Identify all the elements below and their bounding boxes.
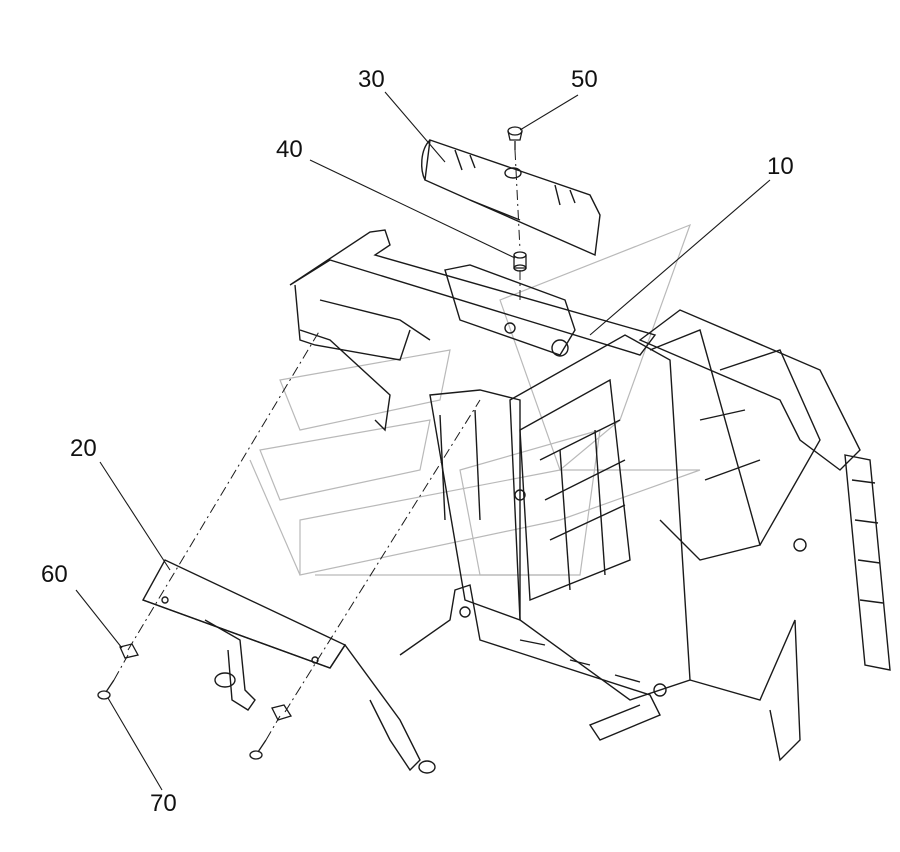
part-30-cover — [421, 139, 601, 257]
part-70-screw — [97, 679, 267, 760]
part-50-screw — [507, 126, 523, 150]
callout-30: 30 — [358, 66, 385, 93]
part-10-frame — [289, 229, 891, 762]
callout-60: 60 — [41, 561, 68, 588]
callout-50: 50 — [571, 66, 598, 93]
callout-10: 10 — [767, 153, 794, 180]
leader-lines — [75, 91, 771, 791]
callout-40: 40 — [276, 136, 303, 163]
part-40-spacer — [513, 251, 527, 272]
assembly-axes — [113, 149, 521, 741]
part-60-clip — [119, 643, 293, 721]
callout-20: 20 — [70, 435, 97, 462]
watermark-logo — [249, 223, 701, 576]
callout-70: 70 — [150, 790, 177, 817]
part-20-bracket — [141, 559, 436, 774]
